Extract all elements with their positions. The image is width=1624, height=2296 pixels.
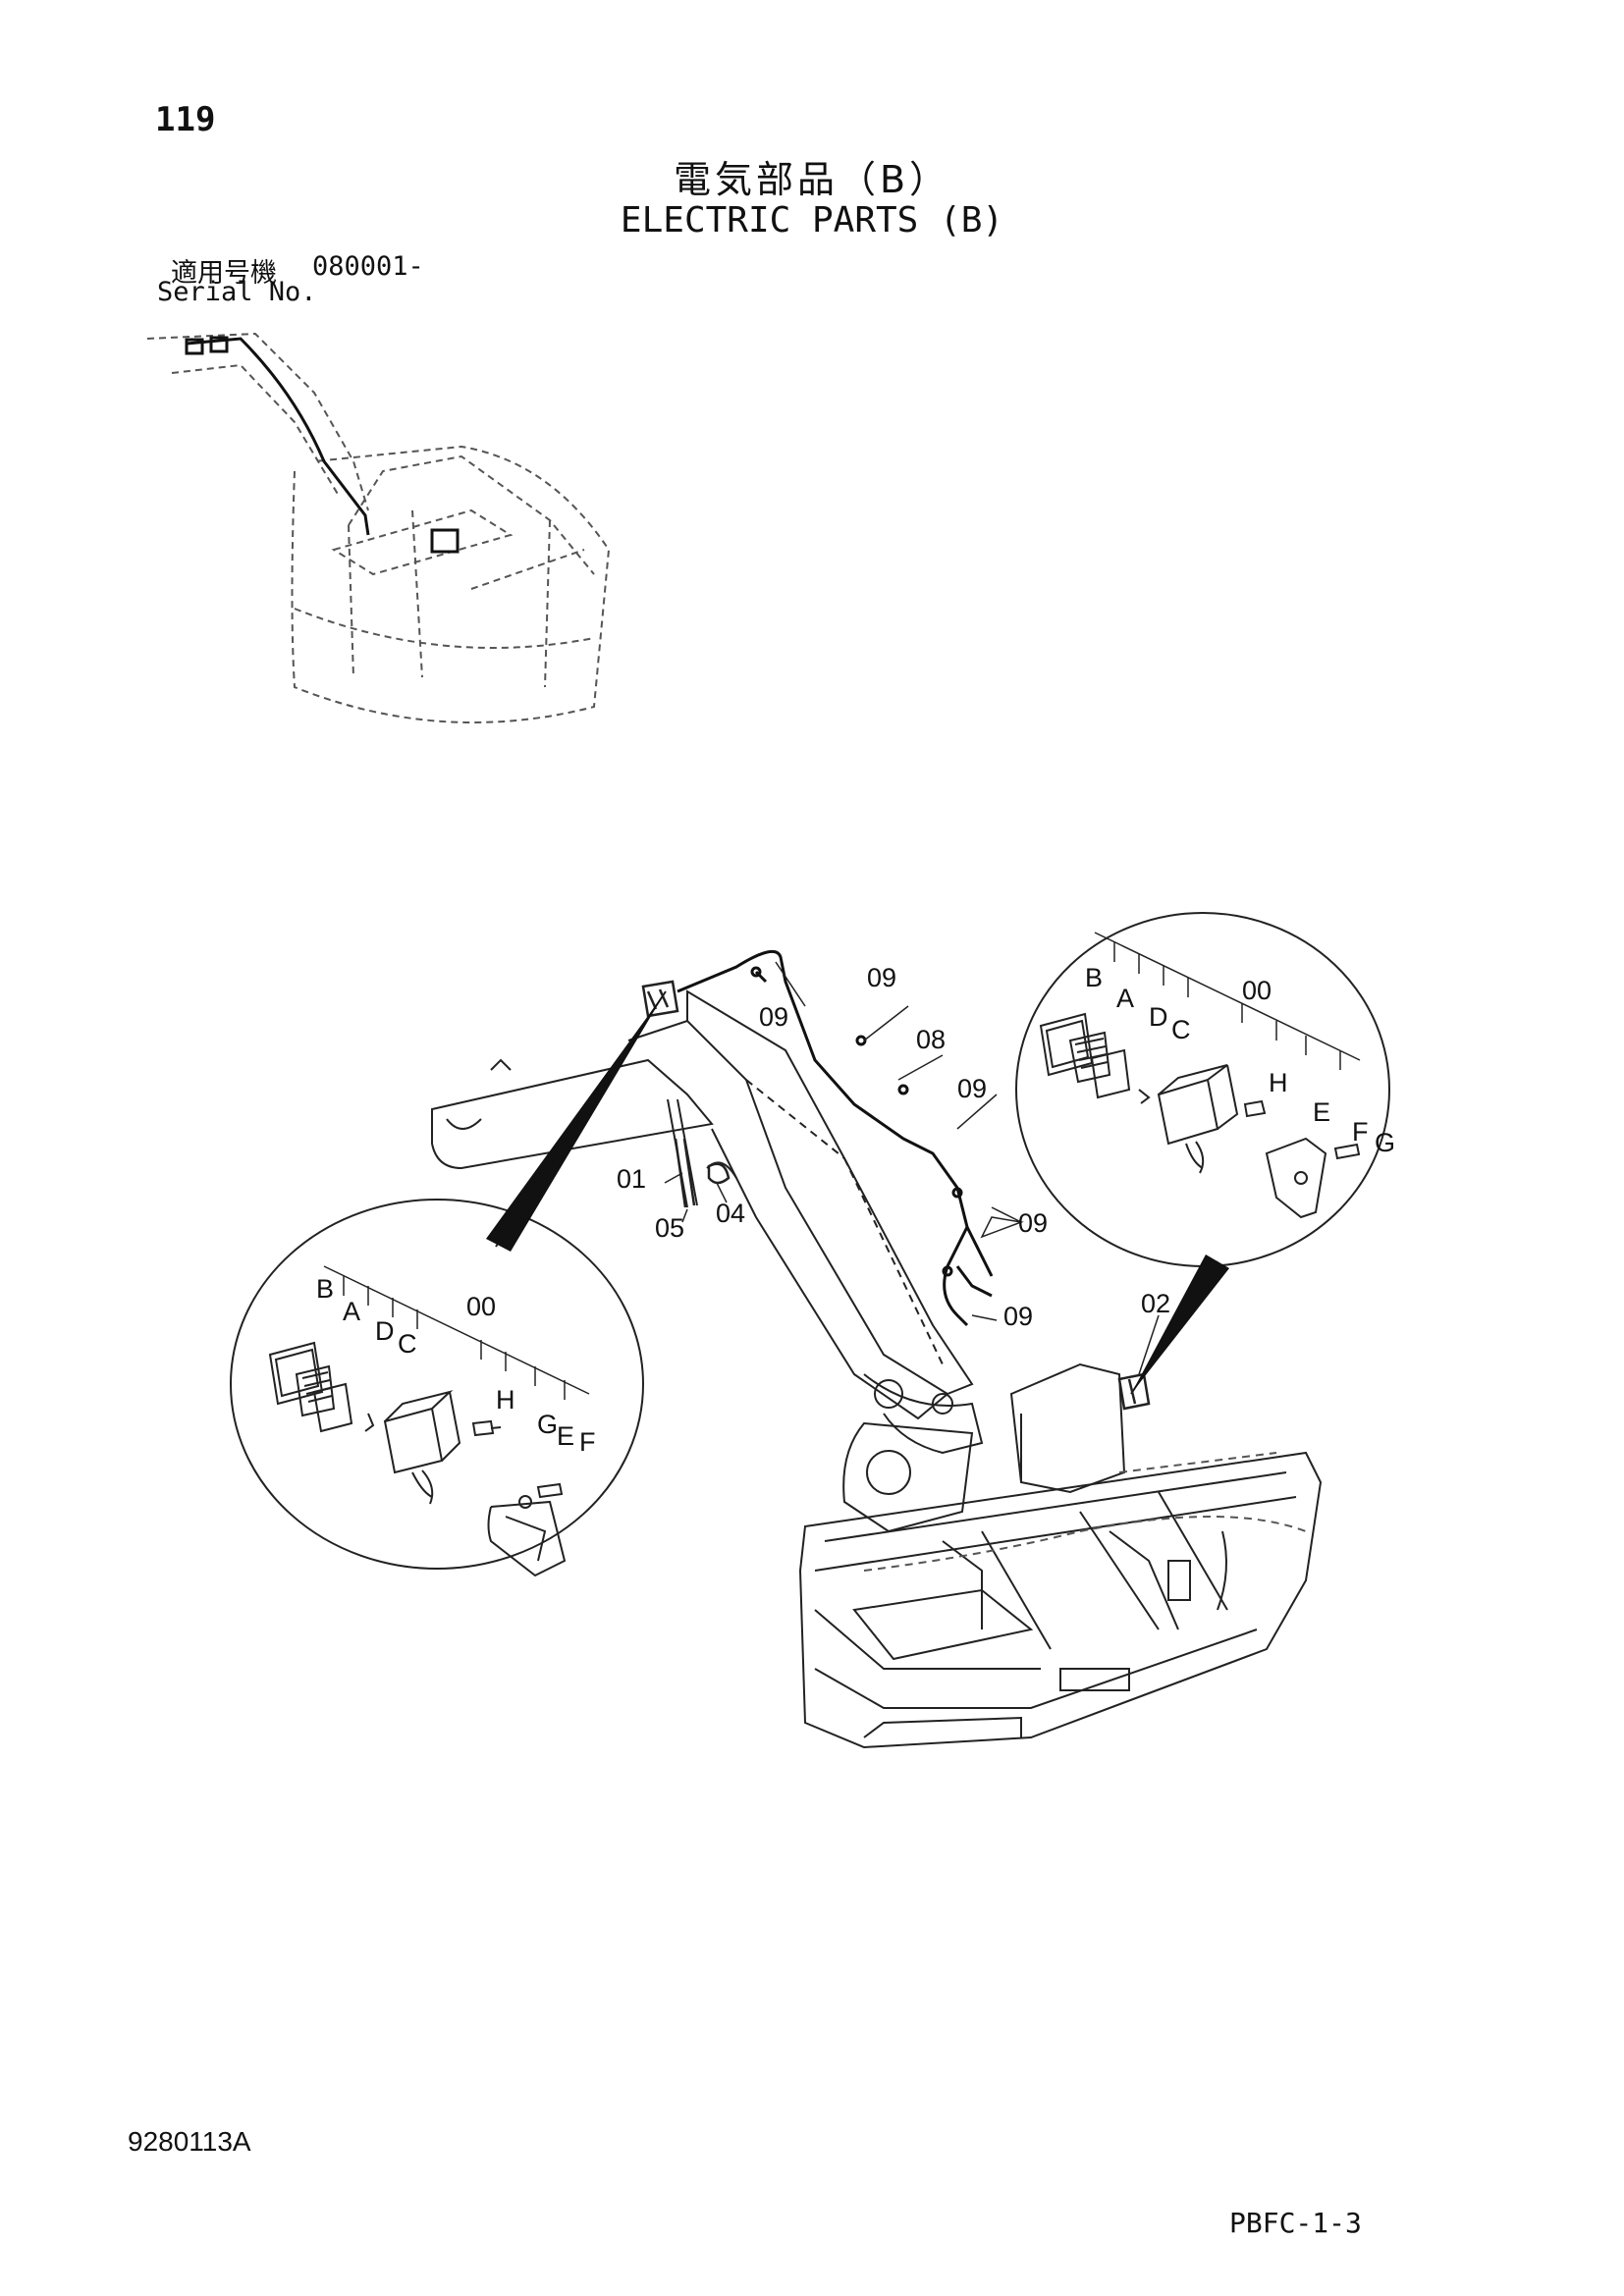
callout-d: D xyxy=(1149,1002,1168,1032)
callout-05: 05 xyxy=(655,1213,684,1243)
callout-labels: 09 09 08 09 09 09 02 01 05 04 B A D C 00… xyxy=(316,963,1395,1457)
callout-d: D xyxy=(375,1316,395,1346)
callout-f: F xyxy=(579,1427,596,1457)
overview-harness xyxy=(185,336,460,554)
boom-light-reference-line xyxy=(323,1265,590,1400)
sheet-code: PBFC-1-3 xyxy=(1229,2207,1362,2239)
callout-a: A xyxy=(343,1297,360,1326)
boom-and-arm-drawing xyxy=(431,989,984,1455)
callout-08: 08 xyxy=(916,1025,946,1054)
callout-02: 02 xyxy=(1141,1289,1170,1318)
frame-dashed-outline xyxy=(863,1452,1307,1572)
callout-01: 01 xyxy=(617,1164,646,1194)
leader-wedges xyxy=(486,991,1229,1394)
callout-c: C xyxy=(398,1329,417,1359)
overview-machine-sketch xyxy=(146,332,611,723)
cab-light-exploded xyxy=(1039,1012,1361,1219)
callout-f: F xyxy=(1352,1117,1369,1147)
leader-lines xyxy=(495,990,1218,1395)
callout-00: 00 xyxy=(1242,976,1272,1005)
callout-09: 09 xyxy=(867,963,896,992)
callout-e: E xyxy=(1313,1097,1330,1127)
callout-09: 09 xyxy=(759,1002,788,1032)
page-title-english: ELECTRIC PARTS (B) xyxy=(620,200,1004,240)
page-number: 119 xyxy=(155,100,216,139)
serial-label-japanese: 適用号機 xyxy=(171,258,277,289)
callout-g: G xyxy=(537,1410,558,1439)
callout-h: H xyxy=(1269,1068,1288,1097)
detail-circle-boom-light xyxy=(230,1199,644,1570)
cab-light-reference-line xyxy=(1094,932,1361,1070)
callout-04: 04 xyxy=(716,1199,745,1228)
serial-number-value: 080001- xyxy=(312,251,424,282)
detail-circle-cab-light xyxy=(1015,912,1390,1267)
callout-e: E xyxy=(557,1421,574,1451)
callout-g: G xyxy=(1375,1128,1395,1157)
callout-00: 00 xyxy=(466,1292,496,1321)
callout-09: 09 xyxy=(1003,1302,1033,1331)
work-light-cab xyxy=(1117,1372,1151,1411)
boom-light-exploded xyxy=(268,1341,567,1577)
wiring-harness xyxy=(677,949,994,1327)
callout-09: 09 xyxy=(957,1074,987,1103)
upper-frame-drawing xyxy=(798,1362,1323,1749)
work-light-boom xyxy=(641,980,679,1018)
callout-leaders xyxy=(664,961,1160,1375)
callout-09: 09 xyxy=(1018,1208,1048,1238)
serial-label-english: Serial No. xyxy=(157,277,317,307)
page-title-japanese: 電気部品（B） xyxy=(673,158,951,201)
bracket-mount-01 xyxy=(674,1138,731,1208)
callout-b: B xyxy=(316,1274,334,1304)
callout-a: A xyxy=(1116,984,1134,1013)
callout-h: H xyxy=(496,1385,515,1415)
document-code: 9280113A xyxy=(128,2126,251,2157)
callout-b: B xyxy=(1085,963,1103,992)
callout-c: C xyxy=(1171,1015,1191,1044)
